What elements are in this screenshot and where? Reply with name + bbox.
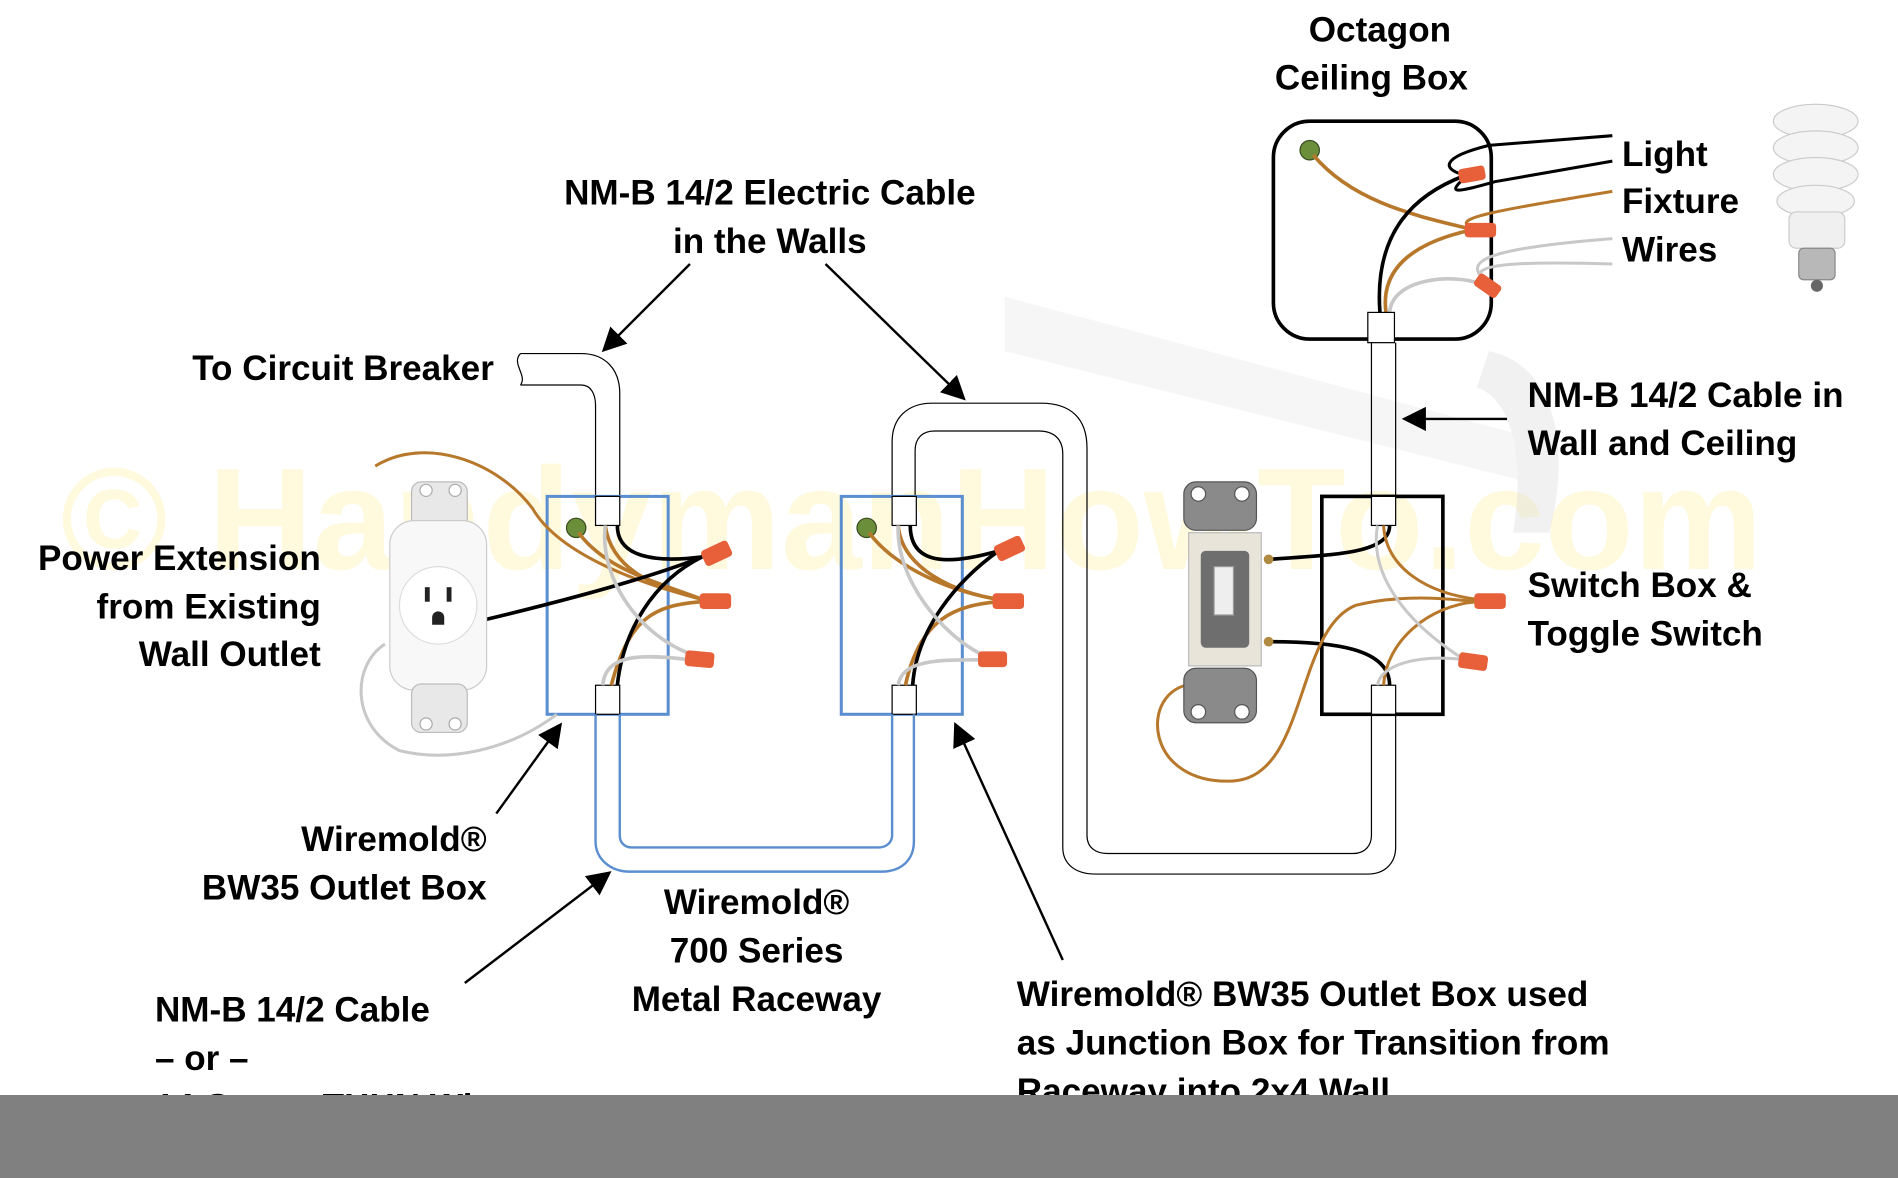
arrow-to-junction-box (953, 721, 1064, 961)
label-nmb-wall-ceiling: NM-B 14/2 Cable in Wall and Ceiling (1528, 376, 1844, 463)
wire-nut-icon (1474, 273, 1502, 298)
arrow-to-raceway-cable (464, 871, 612, 984)
svg-text:from Existing: from Existing (97, 588, 321, 627)
wire-nut-icon (1464, 222, 1497, 238)
svg-text:Wiremold® BW35 Outlet Box used: Wiremold® BW35 Outlet Box used (1017, 975, 1589, 1014)
svg-text:Ceiling Box: Ceiling Box (1275, 59, 1469, 98)
svg-text:Wall and Ceiling: Wall and Ceiling (1528, 424, 1798, 463)
wire-nut-icon (992, 593, 1025, 609)
arrow-to-outlet-box (495, 722, 563, 815)
metal-raceway (594, 714, 916, 873)
svg-text:Wall Outlet: Wall Outlet (139, 635, 321, 674)
label-light-fixture-wires: Light Fixture Wires (1622, 135, 1739, 270)
arrow-to-breaker-cable (601, 263, 691, 353)
svg-text:Wiremold®: Wiremold® (301, 820, 487, 859)
svg-text:700 Series: 700 Series (670, 931, 844, 970)
switch-box (1156, 342, 1506, 783)
octagon-ceiling-box (1271, 119, 1613, 344)
svg-text:NM-B 14/2 Cable: NM-B 14/2 Cable (155, 991, 430, 1030)
svg-text:Toggle Switch: Toggle Switch (1528, 614, 1763, 653)
svg-text:NM-B 14/2 Electric Cable: NM-B 14/2 Electric Cable (564, 174, 976, 213)
label-octagon-box: Octagon Ceiling Box (1275, 10, 1469, 97)
toggle-switch-icon (1183, 481, 1274, 724)
label-junction-box: Wiremold® BW35 Outlet Box used as Juncti… (1017, 975, 1610, 1111)
svg-text:Light: Light (1622, 135, 1708, 174)
svg-text:Fixture: Fixture (1622, 182, 1739, 221)
label-circuit-breaker: To Circuit Breaker (192, 349, 494, 388)
svg-text:Metal Raceway: Metal Raceway (632, 980, 882, 1019)
bottom-overlay-bar (0, 1095, 1898, 1178)
junction-outlet-box (839, 402, 1397, 875)
callout-arrows (464, 263, 1508, 984)
svg-text:in the Walls: in the Walls (673, 222, 867, 261)
wire-nut-icon (978, 651, 1008, 668)
svg-text:– or –: – or – (155, 1039, 249, 1078)
ground-screw-icon (565, 517, 587, 539)
label-nmb-walls: NM-B 14/2 Electric Cable in the Walls (564, 174, 976, 261)
svg-text:NM-B 14/2 Cable in: NM-B 14/2 Cable in (1528, 376, 1844, 415)
wall-outlet-receptacle-icon (389, 481, 488, 734)
ground-screw-icon (856, 517, 877, 539)
svg-text:as Junction Box for Transition: as Junction Box for Transition from (1017, 1023, 1610, 1062)
wire-nut-icon (701, 540, 733, 566)
svg-text:Power Extension: Power Extension (38, 539, 321, 578)
wire-nut-icon (1458, 165, 1486, 184)
svg-text:Octagon: Octagon (1309, 10, 1451, 49)
svg-text:Switch Box &: Switch Box & (1528, 566, 1752, 605)
wire-nut-icon (1458, 652, 1489, 671)
arrow-to-wall-cable (824, 263, 966, 401)
wire-nut-icon (1474, 593, 1506, 609)
cfl-bulb-icon (1772, 103, 1859, 292)
label-power-extension: Power Extension from Existing Wall Outle… (38, 539, 321, 674)
svg-text:BW35 Outlet Box: BW35 Outlet Box (202, 868, 487, 907)
wire-nut-icon (699, 593, 732, 609)
svg-text:Wiremold®: Wiremold® (664, 883, 850, 922)
hammer-watermark-icon (1004, 296, 1559, 533)
label-raceway: Wiremold® 700 Series Metal Raceway (632, 883, 882, 1019)
label-outlet-box: Wiremold® BW35 Outlet Box (202, 820, 487, 907)
wire-nut-icon (684, 650, 715, 669)
cable-to-breaker (516, 352, 621, 497)
wire-nut-icon (993, 535, 1026, 562)
label-switch-box: Switch Box & Toggle Switch (1528, 566, 1763, 653)
svg-text:Wires: Wires (1622, 231, 1717, 270)
left-outlet-box (359, 451, 733, 757)
